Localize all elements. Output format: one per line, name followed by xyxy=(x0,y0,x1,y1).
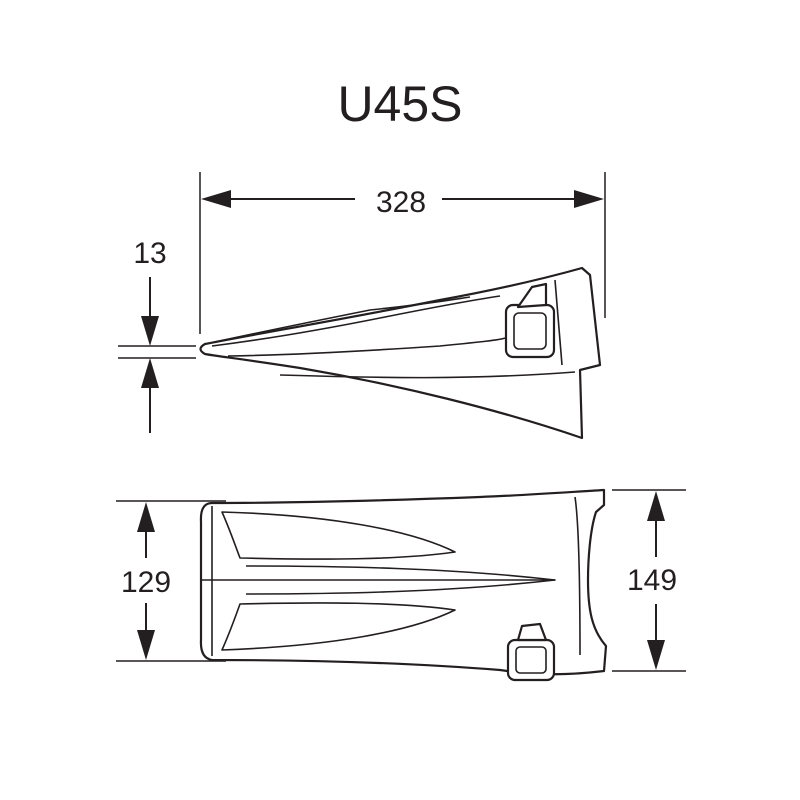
top-view-rear-bevel xyxy=(574,496,581,656)
top-view-outline xyxy=(199,488,608,676)
tip-thickness-arrow-top xyxy=(141,316,159,346)
length-arrow-right xyxy=(574,190,604,208)
tip-thickness-dimension: 13 xyxy=(118,237,196,433)
top-lock-pin-inner xyxy=(515,646,547,674)
tip-thickness-label: 13 xyxy=(133,237,166,270)
length-label: 328 xyxy=(376,186,426,219)
top-view-lower-groove xyxy=(221,602,456,651)
side-view xyxy=(199,266,602,440)
tip-width-arrow-bottom xyxy=(137,630,155,660)
side-lock-pin-tab xyxy=(516,282,548,309)
length-dimension: 328 xyxy=(199,172,606,334)
tip-width-label: 129 xyxy=(121,566,171,599)
tip-width-dimension: 129 xyxy=(116,500,226,662)
base-width-arrow-top xyxy=(647,491,665,521)
base-width-arrow-bottom xyxy=(647,640,665,670)
length-arrow-left xyxy=(201,190,231,208)
part-title: U45S xyxy=(337,76,462,132)
top-lock-pin-outer xyxy=(506,638,556,682)
top-view-center-ridge xyxy=(245,565,556,595)
top-view-upper-groove xyxy=(221,511,456,560)
base-width-label: 149 xyxy=(627,564,677,597)
side-view-lower-edge xyxy=(279,371,576,379)
top-view xyxy=(199,488,608,682)
side-view-mid-ridge xyxy=(227,337,506,357)
tip-thickness-arrow-bottom xyxy=(141,358,159,388)
tip-width-arrow-top xyxy=(137,502,155,532)
side-view-outline xyxy=(199,266,602,440)
side-view-upper-ridge xyxy=(214,296,471,343)
top-lock-pin-tab xyxy=(516,622,548,642)
side-lock-pin-inner xyxy=(513,312,547,350)
side-view-rear-edge xyxy=(554,279,563,366)
side-view-top-bevel xyxy=(211,295,501,347)
base-width-dimension: 149 xyxy=(612,489,686,672)
